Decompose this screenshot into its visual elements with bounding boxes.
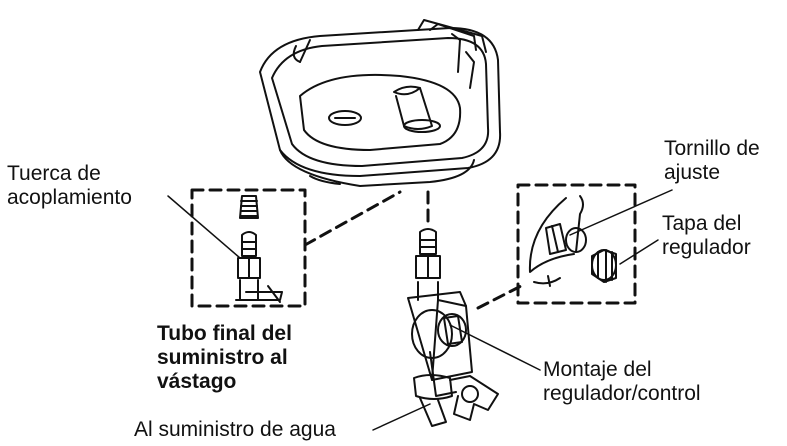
label-supply-tube-line-3: vástago <box>157 370 237 393</box>
label-regulator-cap: Tapa del regulador <box>662 212 751 260</box>
label-adjust-screw-line-1: Tornillo de <box>664 137 760 160</box>
dashed-connectors <box>303 190 525 310</box>
label-coupling-nut: Tuerca de acoplamiento <box>7 162 132 210</box>
label-supply-tube-line-1: Tubo final del <box>157 322 292 345</box>
label-supply-tube: Tubo final del suministro al vástago <box>157 322 292 394</box>
label-supply-tube-line-2: suministro al <box>157 346 288 369</box>
left-detail-box <box>190 188 307 308</box>
label-regulator-cap-line-1: Tapa del <box>662 212 742 235</box>
label-water-supply: Al suministro de agua <box>134 418 336 441</box>
label-regulator-mount-line-1: Montaje del <box>543 358 652 381</box>
label-regulator-mount-line-2: regulador/control <box>543 382 701 405</box>
leader-lines <box>167 189 673 431</box>
label-regulator-cap-line-2: regulador <box>662 236 751 259</box>
label-coupling-nut-line-1: Tuerca de <box>7 162 101 185</box>
label-regulator-mount: Montaje del regulador/control <box>543 358 701 406</box>
label-adjust-screw-line-2: ajuste <box>664 161 721 184</box>
label-coupling-nut-line-2: acoplamiento <box>7 186 132 209</box>
regulator-assembly <box>407 228 499 427</box>
right-detail-box <box>516 183 637 305</box>
fountain-bowl <box>259 19 502 187</box>
label-adjust-screw: Tornillo de ajuste <box>664 137 760 185</box>
